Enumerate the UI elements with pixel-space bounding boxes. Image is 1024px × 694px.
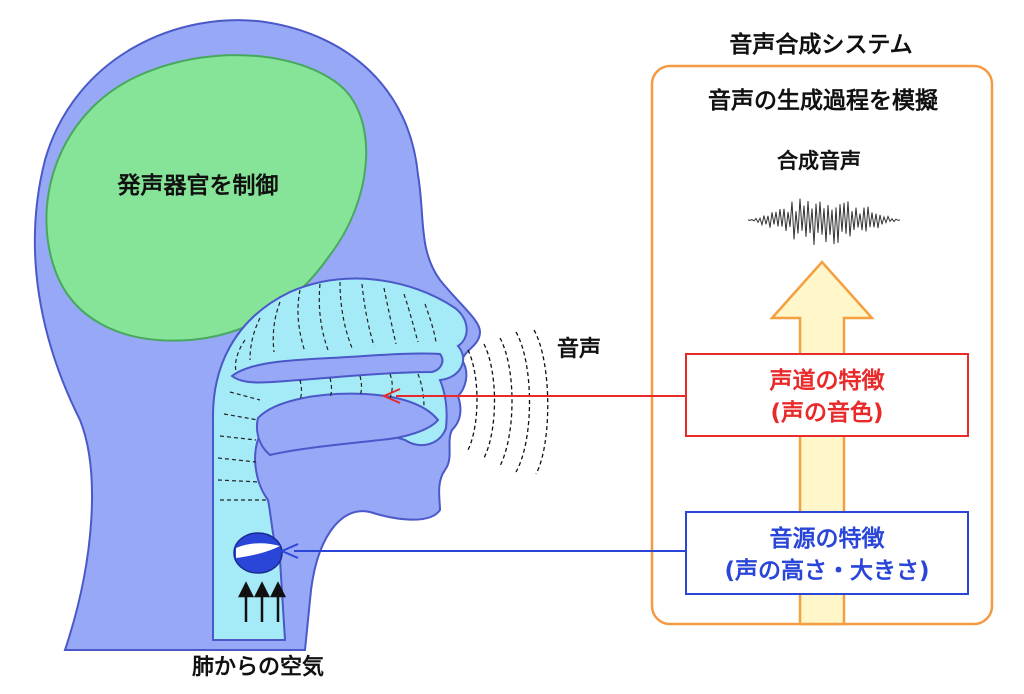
source-feature-box	[685, 511, 969, 595]
sound-waves	[467, 329, 549, 475]
vocal-tract-feature-title: 声道の特徴	[770, 367, 886, 394]
tongue	[255, 392, 440, 457]
vocal-folds	[233, 532, 283, 574]
brain	[45, 54, 368, 342]
system-title: 音声合成システム	[729, 31, 912, 58]
airflow-arrows	[237, 581, 287, 622]
source-feature-subtitle: (声の高さ・大きさ)	[724, 557, 929, 584]
tract-section-lines	[217, 281, 437, 501]
vocal-tract-connector-arrow	[381, 388, 686, 404]
head-illustration	[33, 19, 549, 651]
synth-voice-label: 合成音声	[777, 149, 861, 173]
lung-air-label: 肺からの空気	[192, 654, 324, 680]
control-organs-label: 発声器官を制御	[117, 172, 279, 199]
vocal-tract-feature-box	[685, 353, 969, 437]
voice-label: 音声	[557, 336, 601, 362]
palate	[230, 352, 444, 384]
vocal-tract-feature-subtitle: (声の音色)	[770, 399, 883, 426]
source-feature-title: 音源の特徴	[770, 525, 886, 552]
synth-waveform	[747, 198, 901, 246]
system-subtitle: 音声の生成過程を模擬	[708, 87, 939, 114]
source-connector-arrow	[279, 543, 686, 559]
